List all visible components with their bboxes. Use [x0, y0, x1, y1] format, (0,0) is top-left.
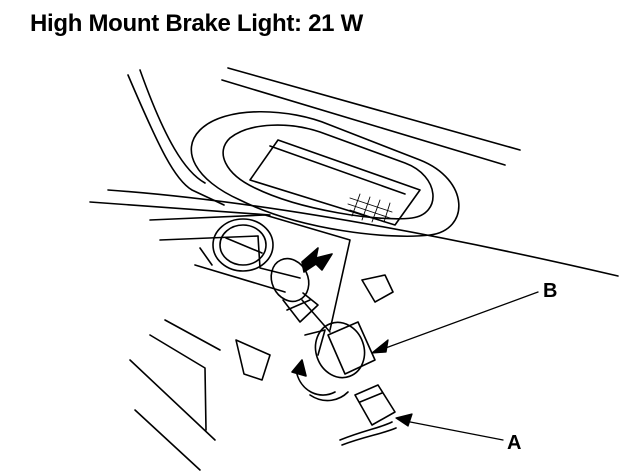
callout-a-label: A: [507, 432, 522, 454]
bulb-icon: [264, 252, 318, 322]
diagram-title: High Mount Brake Light: 21 W: [30, 10, 363, 37]
socket-opening: [213, 219, 273, 271]
headliner-lines: [90, 68, 618, 276]
wire-connector: [340, 385, 396, 445]
bulb-socket: [302, 300, 375, 385]
callout-leaders: [372, 292, 538, 440]
removal-arrow-icon: [302, 248, 332, 272]
overhead-lamp-housing: [191, 112, 459, 236]
twist-arrow-icon: [292, 360, 348, 401]
lens-crosshatch: [348, 194, 392, 222]
mounting-bracket: [130, 215, 393, 470]
callout-b-label: B: [543, 280, 558, 302]
